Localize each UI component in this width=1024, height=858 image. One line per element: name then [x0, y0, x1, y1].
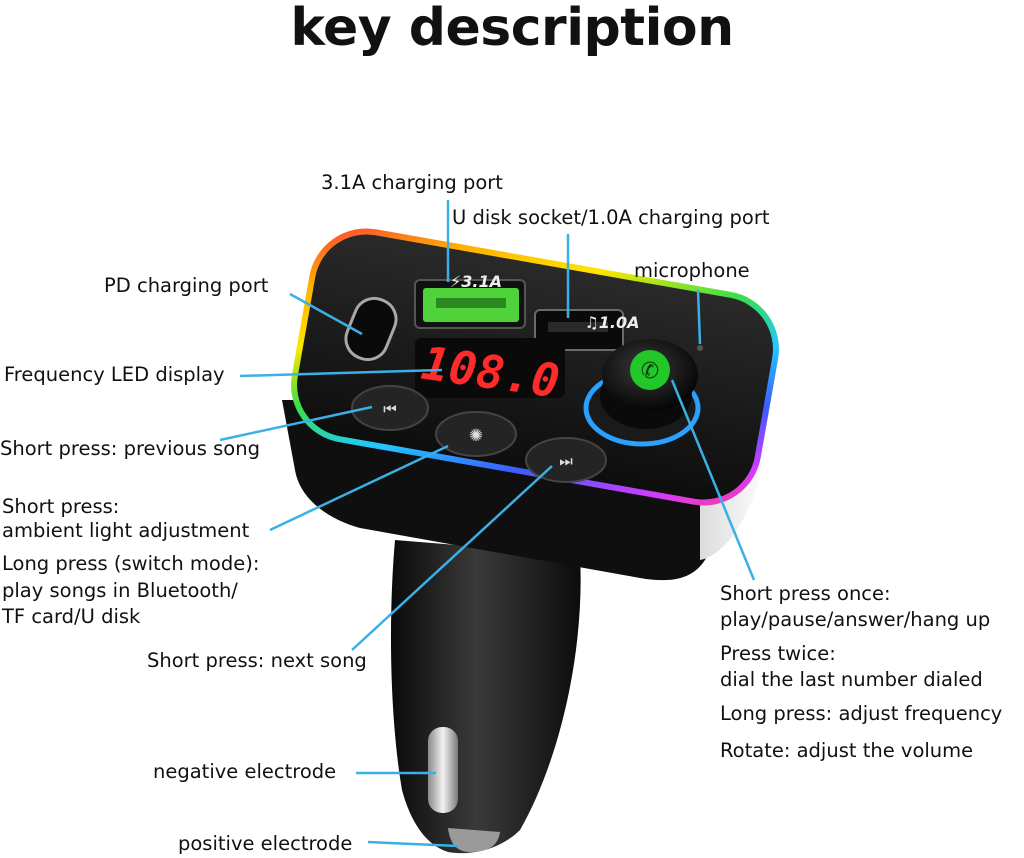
- leader-microphone: [696, 289, 702, 345]
- next-button[interactable]: ⏭: [525, 437, 607, 483]
- leader-positive: [367, 840, 459, 848]
- label-mode-3: TF card/U disk: [2, 605, 141, 628]
- label-led-display: Frequency LED display: [4, 363, 225, 386]
- leader-lines: [219, 200, 756, 848]
- usb-port-31: [414, 279, 526, 329]
- leader-led: [239, 368, 443, 378]
- label-mode-2: play songs in Bluetooth/: [2, 579, 238, 602]
- usb-c-port: [344, 296, 398, 362]
- control-knob[interactable]: ✆: [583, 339, 701, 447]
- label-knob-rotate: Rotate: adjust the volume: [720, 739, 974, 762]
- positive-electrode-tip: [448, 828, 500, 852]
- label-mode-1: Long press (switch mode):: [2, 552, 260, 575]
- badge-31: ⚡3.1A: [450, 272, 502, 291]
- leader-light: [269, 444, 449, 532]
- light-button[interactable]: ✺: [435, 411, 517, 457]
- label-prev-song: Short press: previous song: [0, 437, 260, 460]
- rgb-ring: [291, 228, 779, 506]
- prev-button[interactable]: ⏮: [351, 385, 429, 431]
- leader-knob: [670, 379, 756, 581]
- label-next-song: Short press: next song: [147, 649, 367, 672]
- negative-electrode-contact: [428, 727, 458, 813]
- led-display-window: [415, 338, 565, 398]
- call-icon: ✆: [630, 350, 670, 390]
- label-knob-long: Long press: adjust frequency: [720, 702, 1003, 725]
- label-knob-twice-1: Press twice:: [720, 642, 836, 665]
- label-microphone: microphone: [634, 259, 750, 282]
- bulb-icon: ✺: [469, 426, 483, 446]
- leader-prev: [219, 405, 373, 442]
- leader-next: [351, 465, 553, 651]
- label-pd-port: PD charging port: [104, 274, 269, 297]
- prev-icon: ⏮: [383, 400, 397, 418]
- label-positive-electrode: positive electrode: [178, 832, 353, 855]
- page-title: key description: [290, 0, 734, 58]
- next-icon: ⏭: [559, 452, 573, 470]
- label-light-1: Short press:: [2, 495, 120, 518]
- label-knob-once-1: Short press once:: [720, 582, 891, 605]
- label-31a-port: 3.1A charging port: [321, 171, 503, 194]
- label-knob-twice-2: dial the last number dialed: [720, 668, 983, 691]
- label-udisk-port: U disk socket/1.0A charging port: [452, 206, 770, 229]
- label-light-2: ambient light adjustment: [2, 519, 250, 542]
- label-negative-electrode: negative electrode: [153, 760, 337, 783]
- badge-10: ♫1.0A: [584, 313, 639, 332]
- microphone-hole: [697, 345, 703, 351]
- svg-text:✆: ✆: [641, 359, 659, 384]
- leader-pd: [289, 292, 363, 336]
- plug-shaft: [390, 540, 581, 854]
- label-knob-once-2: play/pause/answer/hang up: [720, 608, 991, 631]
